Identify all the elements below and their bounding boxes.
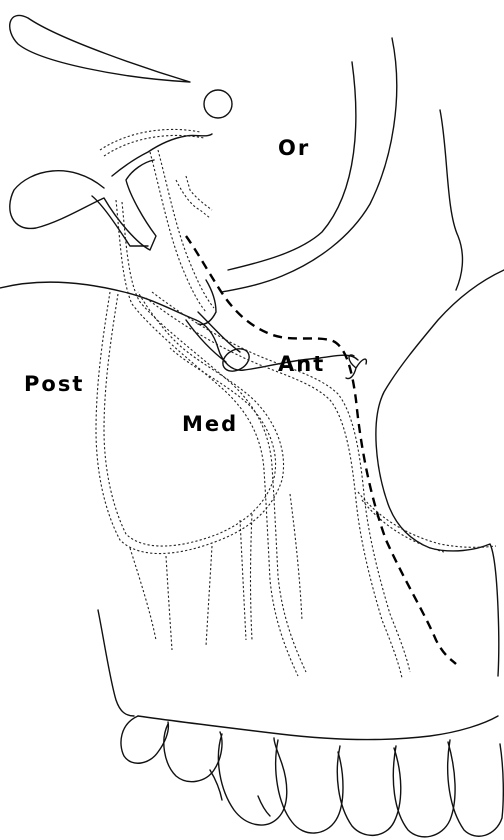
tooth-6 [393,742,455,837]
tooth-4 [276,740,343,833]
pterygoid-plate [10,160,156,250]
label-medial: Med [182,414,238,435]
tooth-root-mark [210,770,270,816]
orbit-rim-outer [228,62,356,270]
orbit-rim-inner [222,38,397,292]
upper-branch-dotted [176,176,212,218]
orbit-floor-right [440,110,462,290]
infraorbital-nerve-dashed [186,236,456,664]
tooth-1 [121,716,168,763]
anterior-branch-dotted [358,492,496,552]
label-anterior: Ant [278,354,325,375]
zygomatic-buttress [376,270,504,676]
maxilla-posterior-wall [98,610,134,716]
tooth-5 [337,746,400,835]
pterygoid-canal-dotted [100,129,204,156]
upper-vessel-solid [198,280,216,324]
teardrop-outline [10,15,190,82]
infraorbital-branch-dotted [150,150,214,312]
tooth-2 [164,724,222,782]
label-orbit: Or [278,138,310,159]
label-posterior: Post [24,374,84,395]
lower-branches-dotted [130,494,302,650]
foramen-circle [204,90,232,118]
sphenoid-process [112,134,212,176]
palatine-nerve-dotted [146,298,402,678]
alveolar-ridge [138,716,498,740]
tooth-7 [448,740,504,836]
